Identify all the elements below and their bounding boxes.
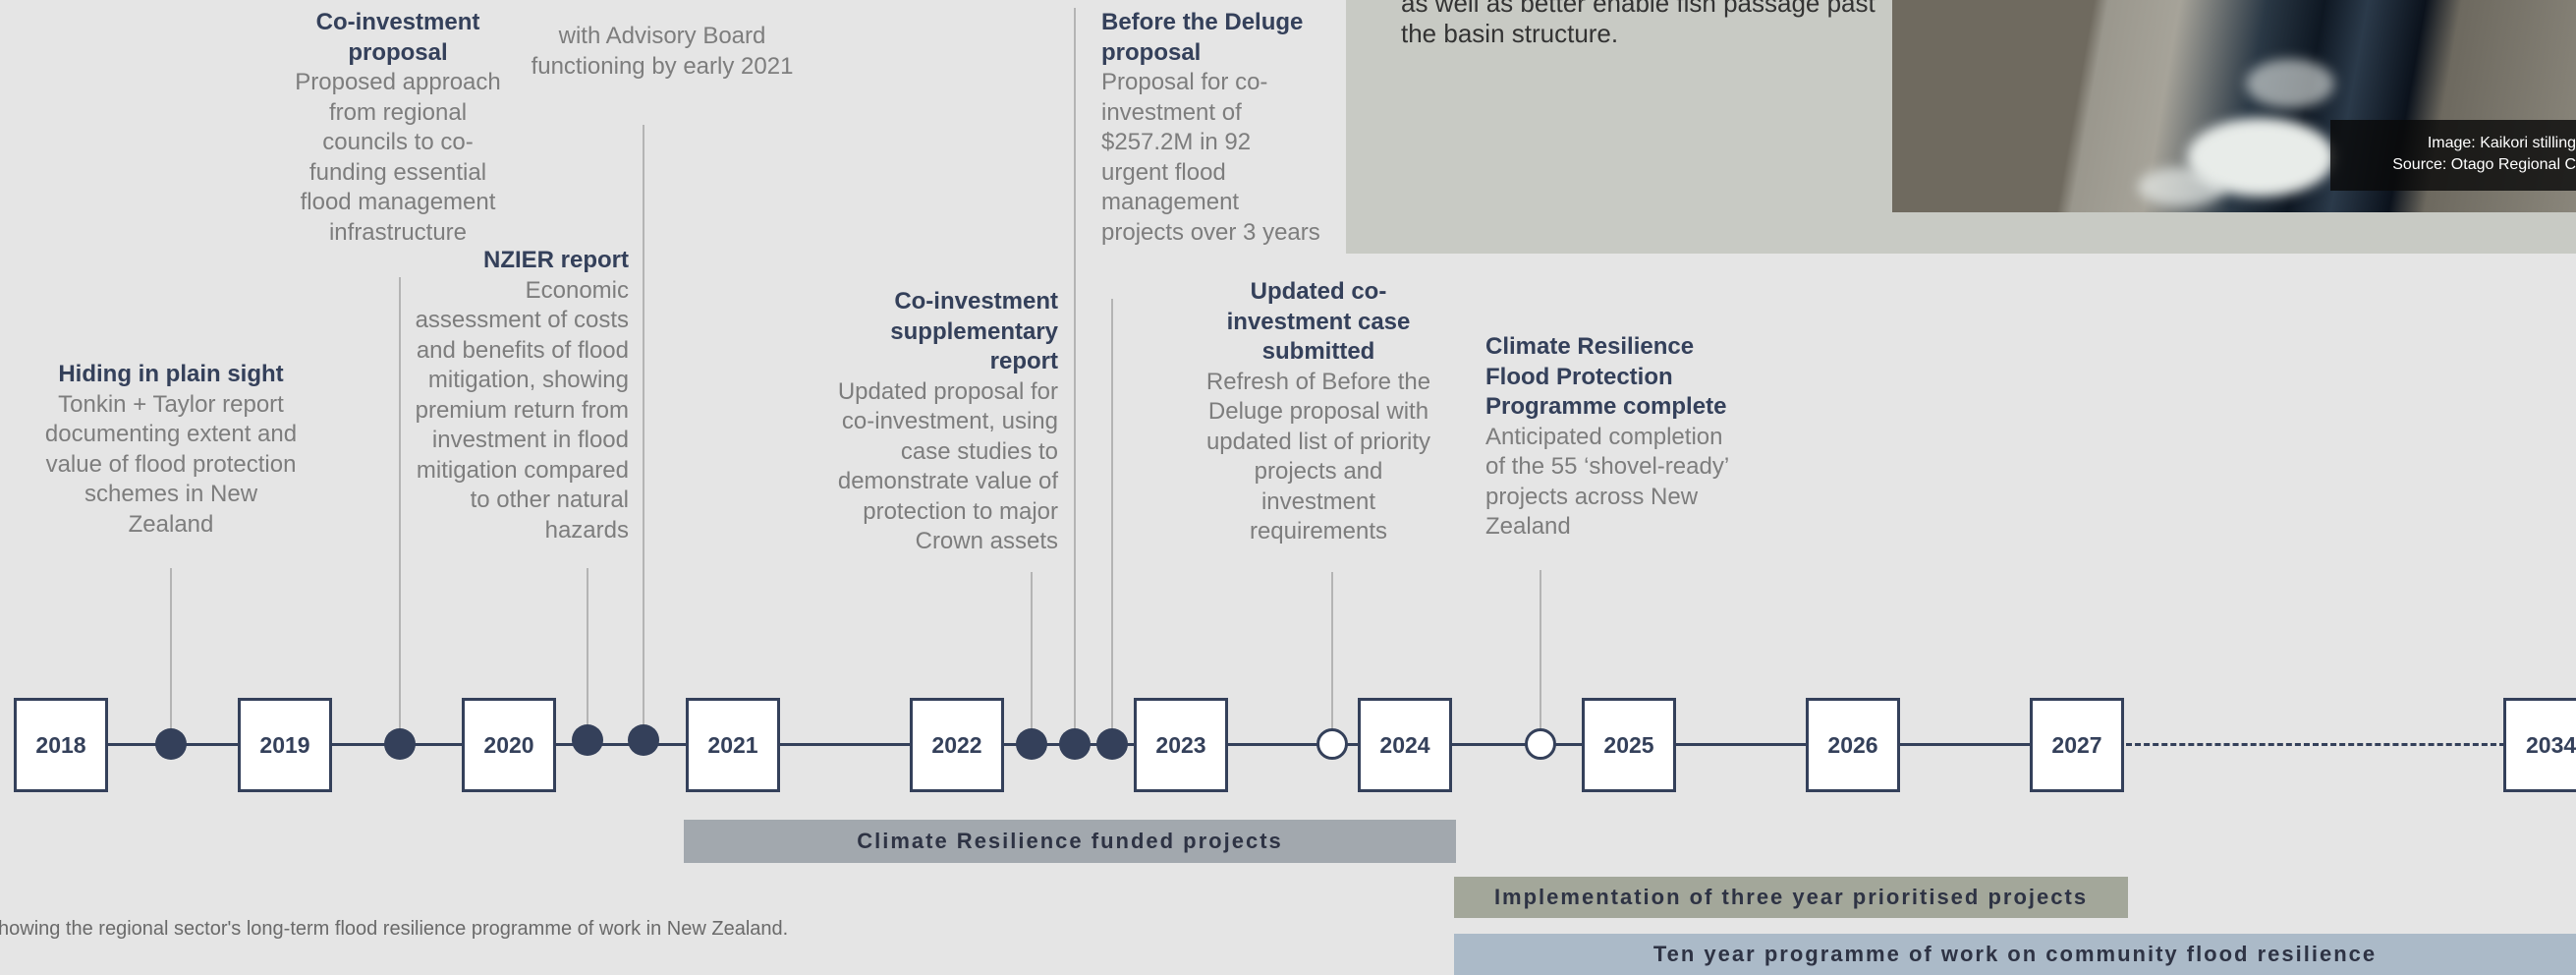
year-box: 2027 xyxy=(2030,698,2124,792)
caption-line-2: Source: Otago Regional C xyxy=(2392,156,2576,173)
timeline-axis-dashed xyxy=(2126,743,2505,746)
bar-ten-year-programme: Ten year programme of work on community … xyxy=(1454,934,2576,975)
timeline-axis xyxy=(59,743,2122,746)
caption-line-1: Image: Kaikori stilling xyxy=(2427,135,2576,151)
bar-implementation-three-year: Implementation of three year prioritised… xyxy=(1454,877,2128,918)
event-body: with Advisory Board functioning by early… xyxy=(531,23,794,80)
year-box: 2034 xyxy=(2503,698,2576,792)
event-title: Hiding in plain sight xyxy=(58,361,284,387)
event-before-the-deluge-proposal: Before the Deluge proposal Proposal for … xyxy=(1101,8,1323,248)
event-marker-planned xyxy=(1316,728,1348,760)
connector-line xyxy=(399,277,401,741)
event-nzier-report: NZIER report Economic assessment of cost… xyxy=(397,246,629,545)
event-marker xyxy=(628,724,659,756)
year-box: 2021 xyxy=(686,698,780,792)
event-advisory-board: with Advisory Board functioning by early… xyxy=(525,22,800,82)
event-marker xyxy=(155,728,187,760)
event-marker xyxy=(1059,728,1091,760)
event-body: Tonkin + Taylor report documenting exten… xyxy=(44,390,298,538)
event-body: Proposed approach from regional councils… xyxy=(295,69,501,246)
event-title: Co-investment proposal xyxy=(315,9,480,66)
event-marker xyxy=(572,724,603,756)
year-box: 2022 xyxy=(910,698,1004,792)
event-co-investment-proposal: Co-investment proposal Proposed approach… xyxy=(285,8,511,248)
connector-line xyxy=(643,125,644,741)
connector-line xyxy=(1540,570,1541,741)
connector-line xyxy=(587,568,588,741)
connector-line xyxy=(1331,572,1333,741)
year-box: 2023 xyxy=(1134,698,1228,792)
year-box: 2025 xyxy=(1582,698,1676,792)
event-climate-resilience-programme-complete: Climate Resilience Flood Protection Prog… xyxy=(1485,332,1746,543)
event-body: Economic assessment of costs and benefit… xyxy=(415,276,629,544)
year-box: 2024 xyxy=(1358,698,1452,792)
figure-footnote: howing the regional sector's long-term f… xyxy=(0,918,789,940)
connector-line xyxy=(1031,572,1033,741)
event-body: Proposal for co-investment of $257.2M in… xyxy=(1101,69,1320,246)
event-body: Updated proposal for co-investment, usin… xyxy=(837,377,1058,555)
connector-line xyxy=(1111,299,1113,741)
event-co-investment-supplementary-report: Co-investment supplementary report Updat… xyxy=(817,287,1058,557)
connector-line xyxy=(1074,8,1076,741)
bar-climate-resilience-funded: Climate Resilience funded projects xyxy=(684,820,1456,863)
year-box: 2020 xyxy=(462,698,556,792)
event-hiding-in-plain-sight: Hiding in plain sight Tonkin + Taylor re… xyxy=(43,360,299,540)
event-title: Co-investment supplementary report xyxy=(890,288,1058,374)
year-box: 2019 xyxy=(238,698,332,792)
year-box: 2018 xyxy=(14,698,108,792)
image-caption: Image: Kaikori stilling Source: Otago Re… xyxy=(2330,120,2576,191)
event-title: Before the Deluge proposal xyxy=(1101,9,1304,66)
year-box: 2026 xyxy=(1806,698,1900,792)
event-body: Anticipated completion of the 55 ‘shovel… xyxy=(1485,423,1729,541)
connector-line xyxy=(170,568,172,741)
event-updated-co-investment-case: Updated co-investment case submitted Ref… xyxy=(1201,277,1436,547)
callout-text: as well as better enable fish passage pa… xyxy=(1401,0,1876,48)
event-title: Climate Resilience Flood Protection Prog… xyxy=(1485,333,1727,420)
stilling-basin-photo xyxy=(1892,0,2576,212)
event-marker xyxy=(1096,728,1128,760)
event-title: Updated co-investment case submitted xyxy=(1226,278,1411,365)
event-marker-planned xyxy=(1525,728,1556,760)
event-body: Refresh of Before the Deluge proposal wi… xyxy=(1205,368,1431,545)
event-marker xyxy=(384,728,416,760)
event-marker xyxy=(1016,728,1047,760)
event-title: NZIER report xyxy=(482,247,629,273)
